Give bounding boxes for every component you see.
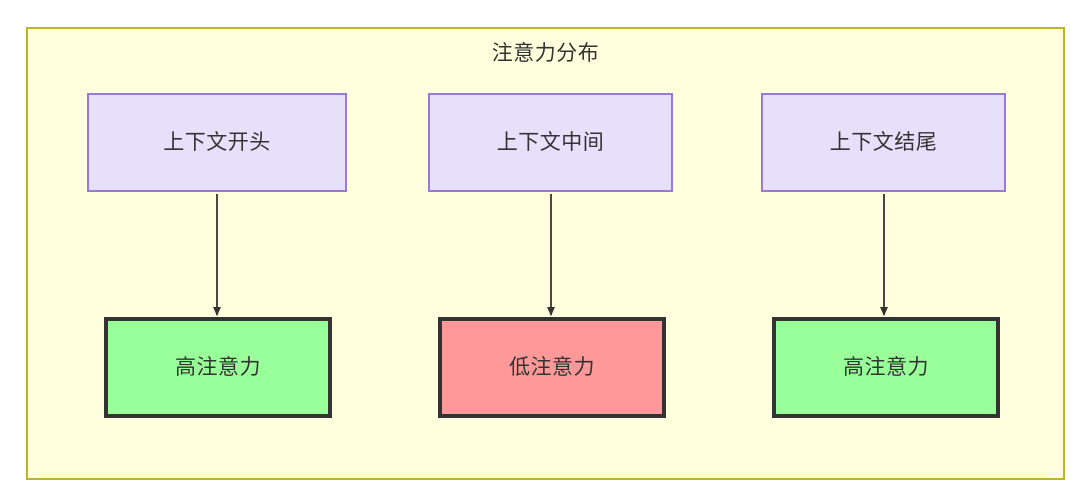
node-label: 上下文开头: [163, 131, 271, 154]
node-context-end[interactable]: 上下文结尾: [761, 93, 1006, 192]
diagram-title: 注意力分布: [491, 42, 600, 65]
node-label: 低注意力: [509, 356, 595, 379]
node-label: 高注意力: [843, 356, 929, 379]
node-low-attention-middle[interactable]: 低注意力: [438, 317, 666, 418]
node-context-beginning[interactable]: 上下文开头: [87, 93, 347, 192]
node-high-attention-left[interactable]: 高注意力: [104, 317, 332, 418]
node-high-attention-right[interactable]: 高注意力: [772, 317, 1000, 418]
node-label: 上下文结尾: [829, 131, 938, 154]
node-label: 上下文中间: [496, 131, 605, 154]
node-context-middle[interactable]: 上下文中间: [428, 93, 673, 192]
node-label: 高注意力: [175, 356, 261, 379]
